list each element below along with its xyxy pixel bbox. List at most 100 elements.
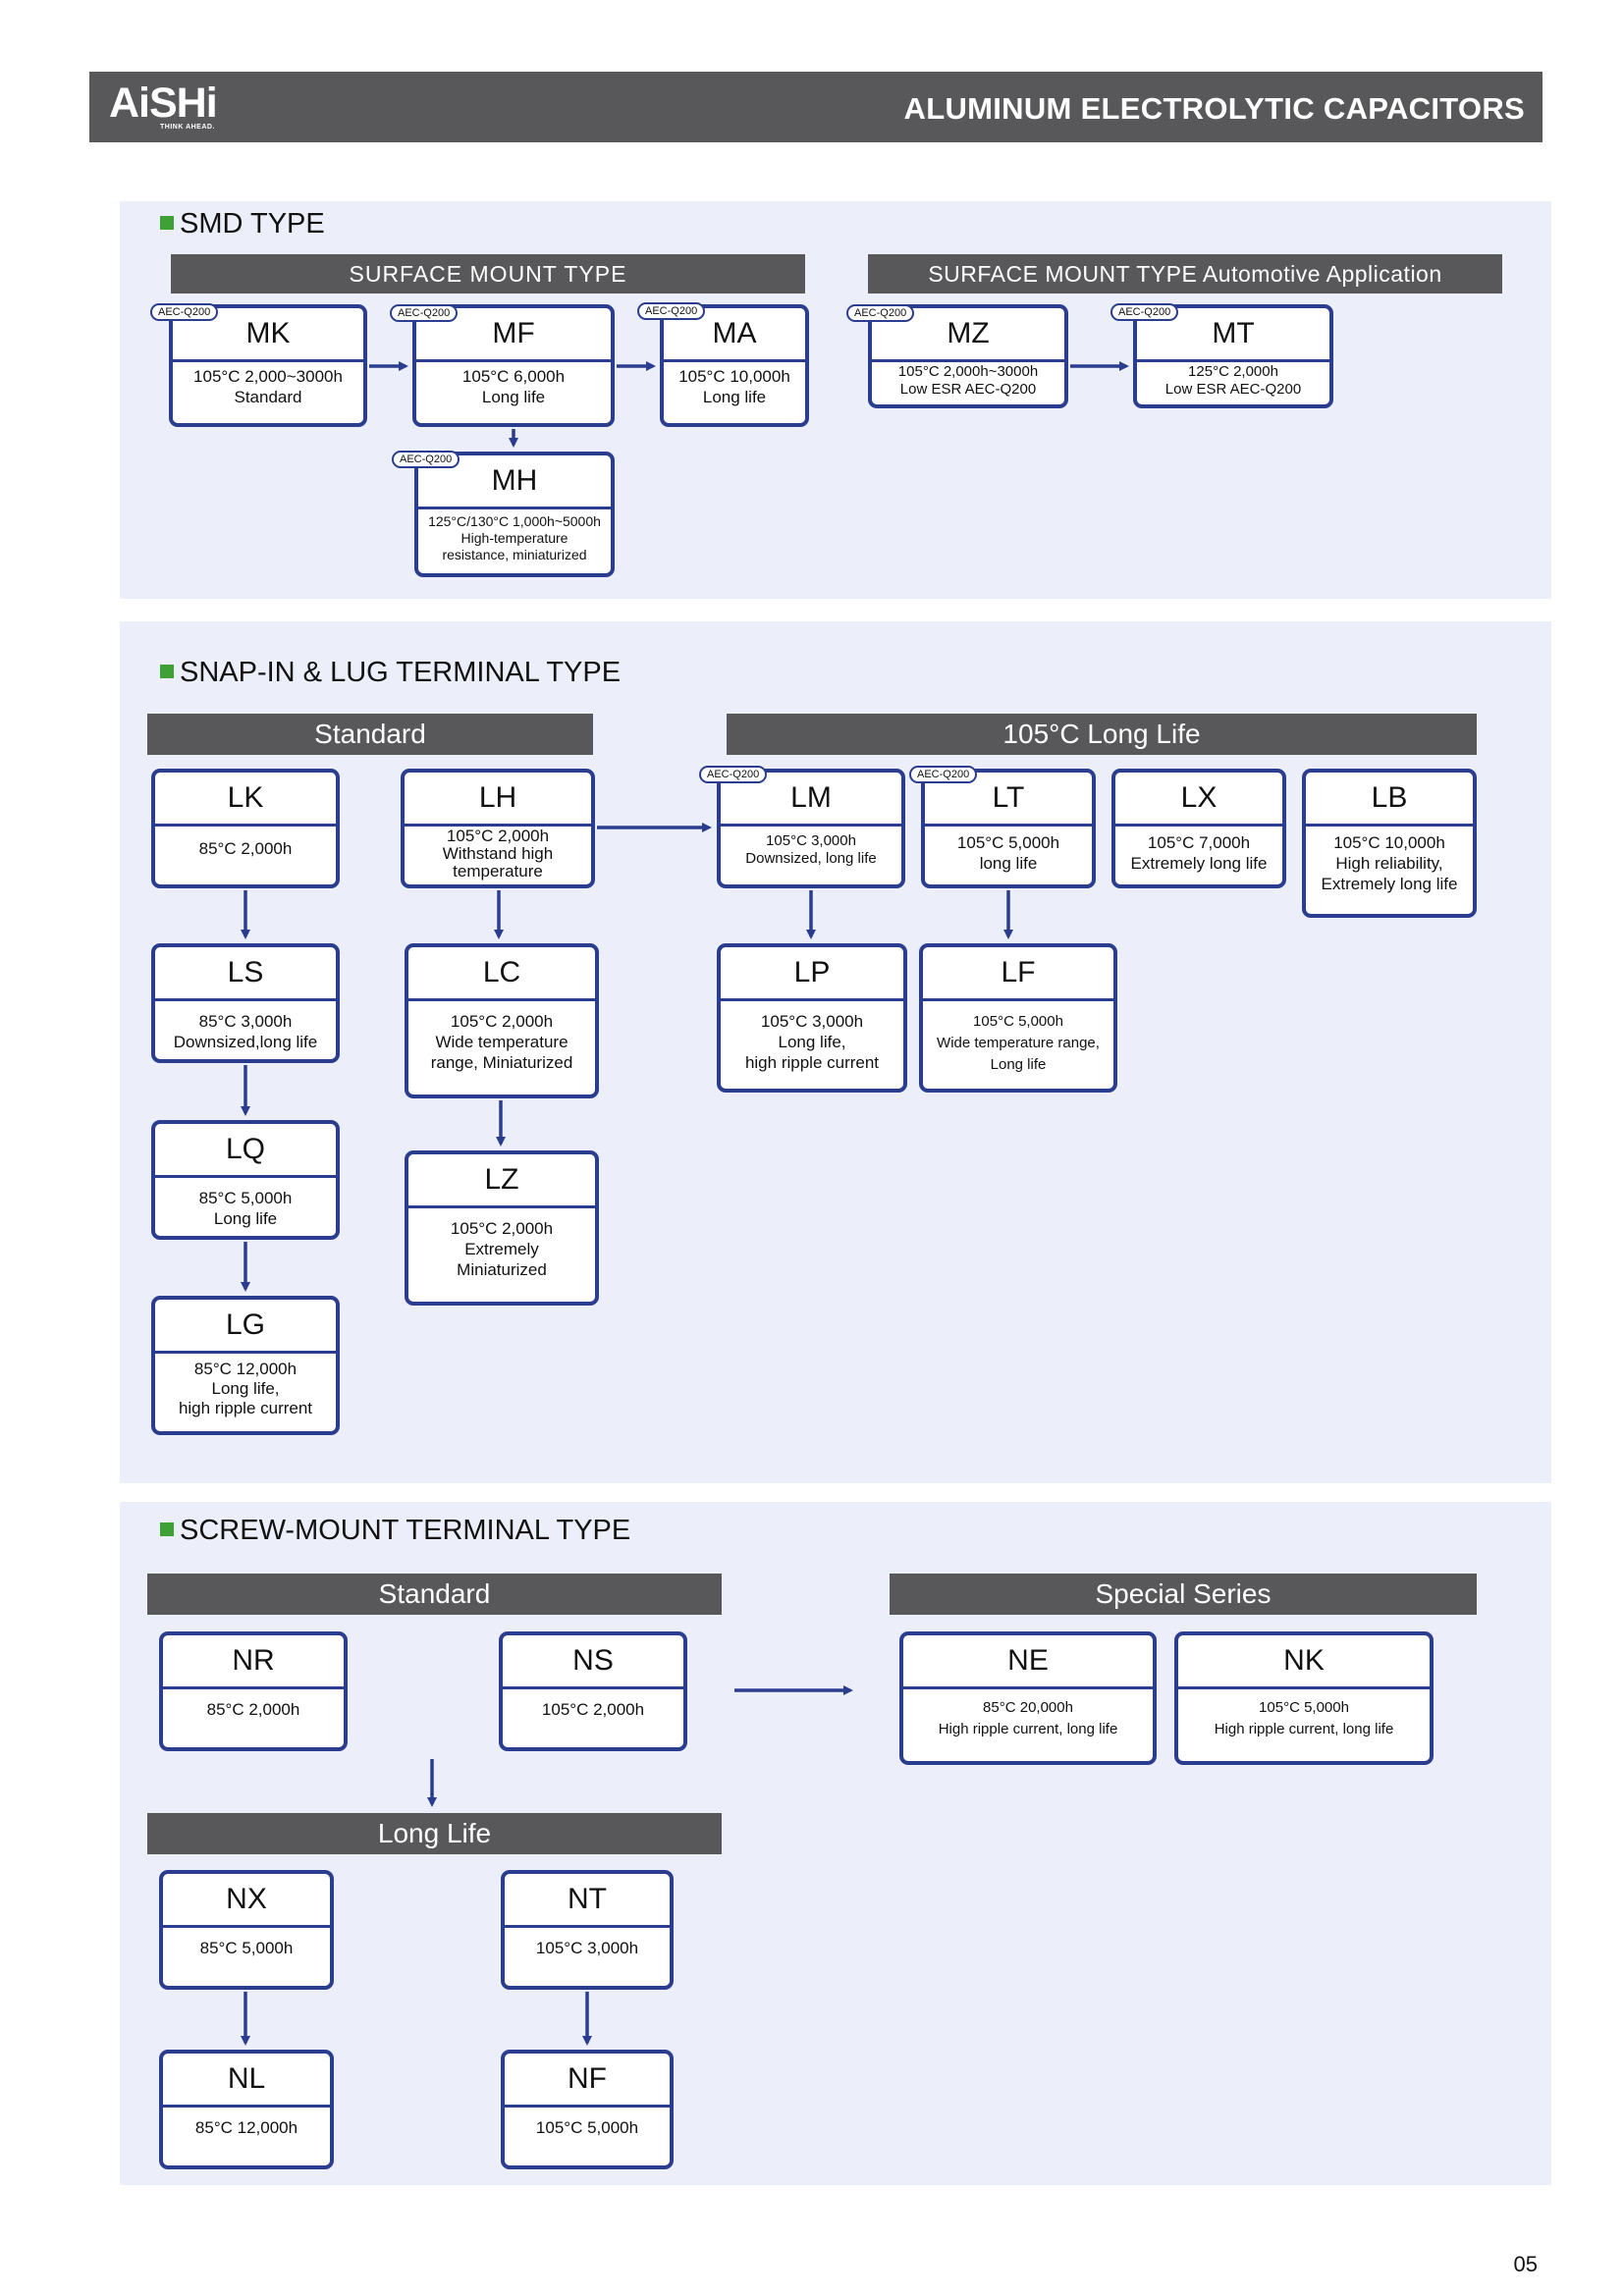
series-code: NE [903, 1635, 1153, 1689]
series-desc: 105°C 5,000h High ripple current, long l… [1214, 1699, 1394, 1737]
series-code: LQ [155, 1124, 336, 1178]
series-box-lp[interactable]: LP 105°C 3,000h Long life, high ripple c… [717, 943, 907, 1093]
logo-tagline: THINK AHEAD. [160, 124, 215, 131]
series-box-lk[interactable]: LK 85°C 2,000h [151, 769, 340, 888]
series-code: MH [418, 455, 611, 509]
series-code: NF [505, 2054, 670, 2108]
series-code: MT [1137, 308, 1329, 362]
snap-standard-bar: Standard [147, 714, 593, 755]
series-desc: 85°C 2,000h [206, 1700, 300, 1719]
series-code: LF [923, 947, 1113, 1001]
series-box-lh[interactable]: LH 105°C 2,000h Withstand high temperatu… [401, 769, 595, 888]
screw-special-series-bar: Special Series [890, 1574, 1477, 1615]
series-code: LS [155, 947, 336, 1001]
company-logo: AiSHi [109, 80, 218, 127]
series-desc: 105°C 5,000h long life [956, 833, 1060, 873]
smd-section-title: SMD TYPE [160, 208, 325, 240]
series-code: LM [721, 773, 901, 827]
series-box-mh[interactable]: MH 125°C/130°C 1,000h~5000h High-tempera… [414, 452, 615, 577]
series-desc: 105°C 2,000h Extremely Miniaturized [450, 1219, 554, 1279]
series-box-mf[interactable]: MF 105°C 6,000h Long life [412, 304, 615, 427]
series-code: MF [416, 308, 611, 362]
series-code: LZ [408, 1154, 595, 1208]
series-desc: 105°C 2,000h Withstand high temperature [442, 827, 554, 881]
series-desc: 105°C 5,000h [535, 2118, 639, 2137]
series-box-lm[interactable]: LM 105°C 3,000h Downsized, long life [717, 769, 905, 888]
series-box-nl[interactable]: NL 85°C 12,000h [159, 2050, 334, 2169]
series-code: LT [925, 773, 1092, 827]
series-desc: 105°C 2,000h [541, 1700, 645, 1719]
series-code: LP [721, 947, 903, 1001]
series-desc: 105°C 3,000h Downsized, long life [745, 832, 877, 867]
series-desc: 85°C 2,000h [198, 839, 293, 858]
series-box-mk[interactable]: MK 105°C 2,000~3000h Standard [169, 304, 367, 427]
screw-title-text: SCREW-MOUNT TERMINAL TYPE [180, 1515, 631, 1546]
series-desc: 105°C 2,000h Wide temperature range, Min… [430, 1012, 573, 1072]
aec-q200-badge: AEC-Q200 [846, 304, 915, 322]
header-bar: AiSHi THINK AHEAD. ALUMINUM ELECTROLYTIC… [89, 72, 1543, 142]
series-code: MA [664, 308, 805, 362]
aec-q200-badge: AEC-Q200 [637, 302, 706, 320]
series-desc: 85°C 3,000h Downsized,long life [173, 1012, 318, 1051]
snap-long-life-bar: 105°C Long Life [727, 714, 1477, 755]
series-box-ne[interactable]: NE 85°C 20,000h High ripple current, lon… [899, 1631, 1157, 1765]
series-box-lc[interactable]: LC 105°C 2,000h Wide temperature range, … [405, 943, 599, 1098]
snap-title-text: SNAP-IN & LUG TERMINAL TYPE [180, 657, 622, 688]
series-box-lf[interactable]: LF 105°C 5,000h Wide temperature range, … [919, 943, 1117, 1093]
series-box-nk[interactable]: NK 105°C 5,000h High ripple current, lon… [1174, 1631, 1434, 1765]
smd-title-text: SMD TYPE [180, 208, 325, 240]
series-box-ns[interactable]: NS 105°C 2,000h [499, 1631, 687, 1751]
screw-section-title: SCREW-MOUNT TERMINAL TYPE [160, 1515, 630, 1547]
series-desc: 125°C 2,000h Low ESR AEC-Q200 [1164, 363, 1302, 398]
smd-automotive-bar: SURFACE MOUNT TYPE Automotive Applicatio… [868, 254, 1502, 294]
series-desc: 85°C 5,000h Long life [198, 1189, 293, 1228]
aec-q200-badge: AEC-Q200 [392, 451, 460, 468]
series-box-lq[interactable]: LQ 85°C 5,000h Long life [151, 1120, 340, 1240]
series-code: LK [155, 773, 336, 827]
smd-surface-mount-bar: SURFACE MOUNT TYPE [171, 254, 805, 294]
series-code: MK [173, 308, 363, 362]
series-box-lb[interactable]: LB 105°C 10,000h High reliability, Extre… [1302, 769, 1477, 918]
screw-standard-bar: Standard [147, 1574, 722, 1615]
page-number: 05 [1513, 2252, 1538, 2276]
series-desc: 105°C 3,000h [535, 1939, 639, 1957]
series-code: NX [163, 1874, 330, 1928]
series-desc: 85°C 12,000h Long life, high ripple curr… [178, 1360, 313, 1417]
series-code: MZ [872, 308, 1064, 362]
series-code: LB [1306, 773, 1473, 827]
series-desc: 85°C 5,000h [199, 1939, 294, 1957]
series-desc: 85°C 20,000h High ripple current, long l… [938, 1699, 1118, 1737]
series-desc: 105°C 10,000h High reliability, Extremel… [1321, 833, 1458, 893]
aec-q200-badge: AEC-Q200 [1110, 303, 1179, 321]
screw-long-life-bar: Long Life [147, 1813, 722, 1854]
series-code: NR [163, 1635, 344, 1689]
series-code: NT [505, 1874, 670, 1928]
green-square-icon [160, 665, 174, 678]
aec-q200-badge: AEC-Q200 [390, 304, 459, 322]
series-box-ls[interactable]: LS 85°C 3,000h Downsized,long life [151, 943, 340, 1063]
series-desc: 105°C 2,000~3000h Standard [193, 367, 343, 406]
series-box-lz[interactable]: LZ 105°C 2,000h Extremely Miniaturized [405, 1150, 599, 1306]
series-box-nr[interactable]: NR 85°C 2,000h [159, 1631, 348, 1751]
series-box-nf[interactable]: NF 105°C 5,000h [501, 2050, 674, 2169]
series-desc: 105°C 6,000h Long life [461, 367, 566, 406]
series-desc: 105°C 3,000h Long life, high ripple curr… [744, 1012, 880, 1072]
series-code: NS [503, 1635, 683, 1689]
series-box-ma[interactable]: MA 105°C 10,000h Long life [660, 304, 809, 427]
aec-q200-badge: AEC-Q200 [909, 766, 978, 783]
series-box-mt[interactable]: MT 125°C 2,000h Low ESR AEC-Q200 [1133, 304, 1333, 408]
series-desc: 85°C 12,000h [194, 2118, 298, 2137]
series-box-nx[interactable]: NX 85°C 5,000h [159, 1870, 334, 1990]
series-code: LC [408, 947, 595, 1001]
series-code: NK [1178, 1635, 1430, 1689]
green-square-icon [160, 216, 174, 230]
green-square-icon [160, 1522, 174, 1536]
series-code: NL [163, 2054, 330, 2108]
series-box-lx[interactable]: LX 105°C 7,000h Extremely long life [1111, 769, 1286, 888]
series-box-lt[interactable]: LT 105°C 5,000h long life [921, 769, 1096, 888]
series-box-nt[interactable]: NT 105°C 3,000h [501, 1870, 674, 1990]
series-desc: 105°C 10,000h Long life [678, 367, 790, 406]
series-box-lg[interactable]: LG 85°C 12,000h Long life, high ripple c… [151, 1296, 340, 1435]
series-desc: 105°C 2,000h~3000h Low ESR AEC-Q200 [897, 363, 1039, 398]
